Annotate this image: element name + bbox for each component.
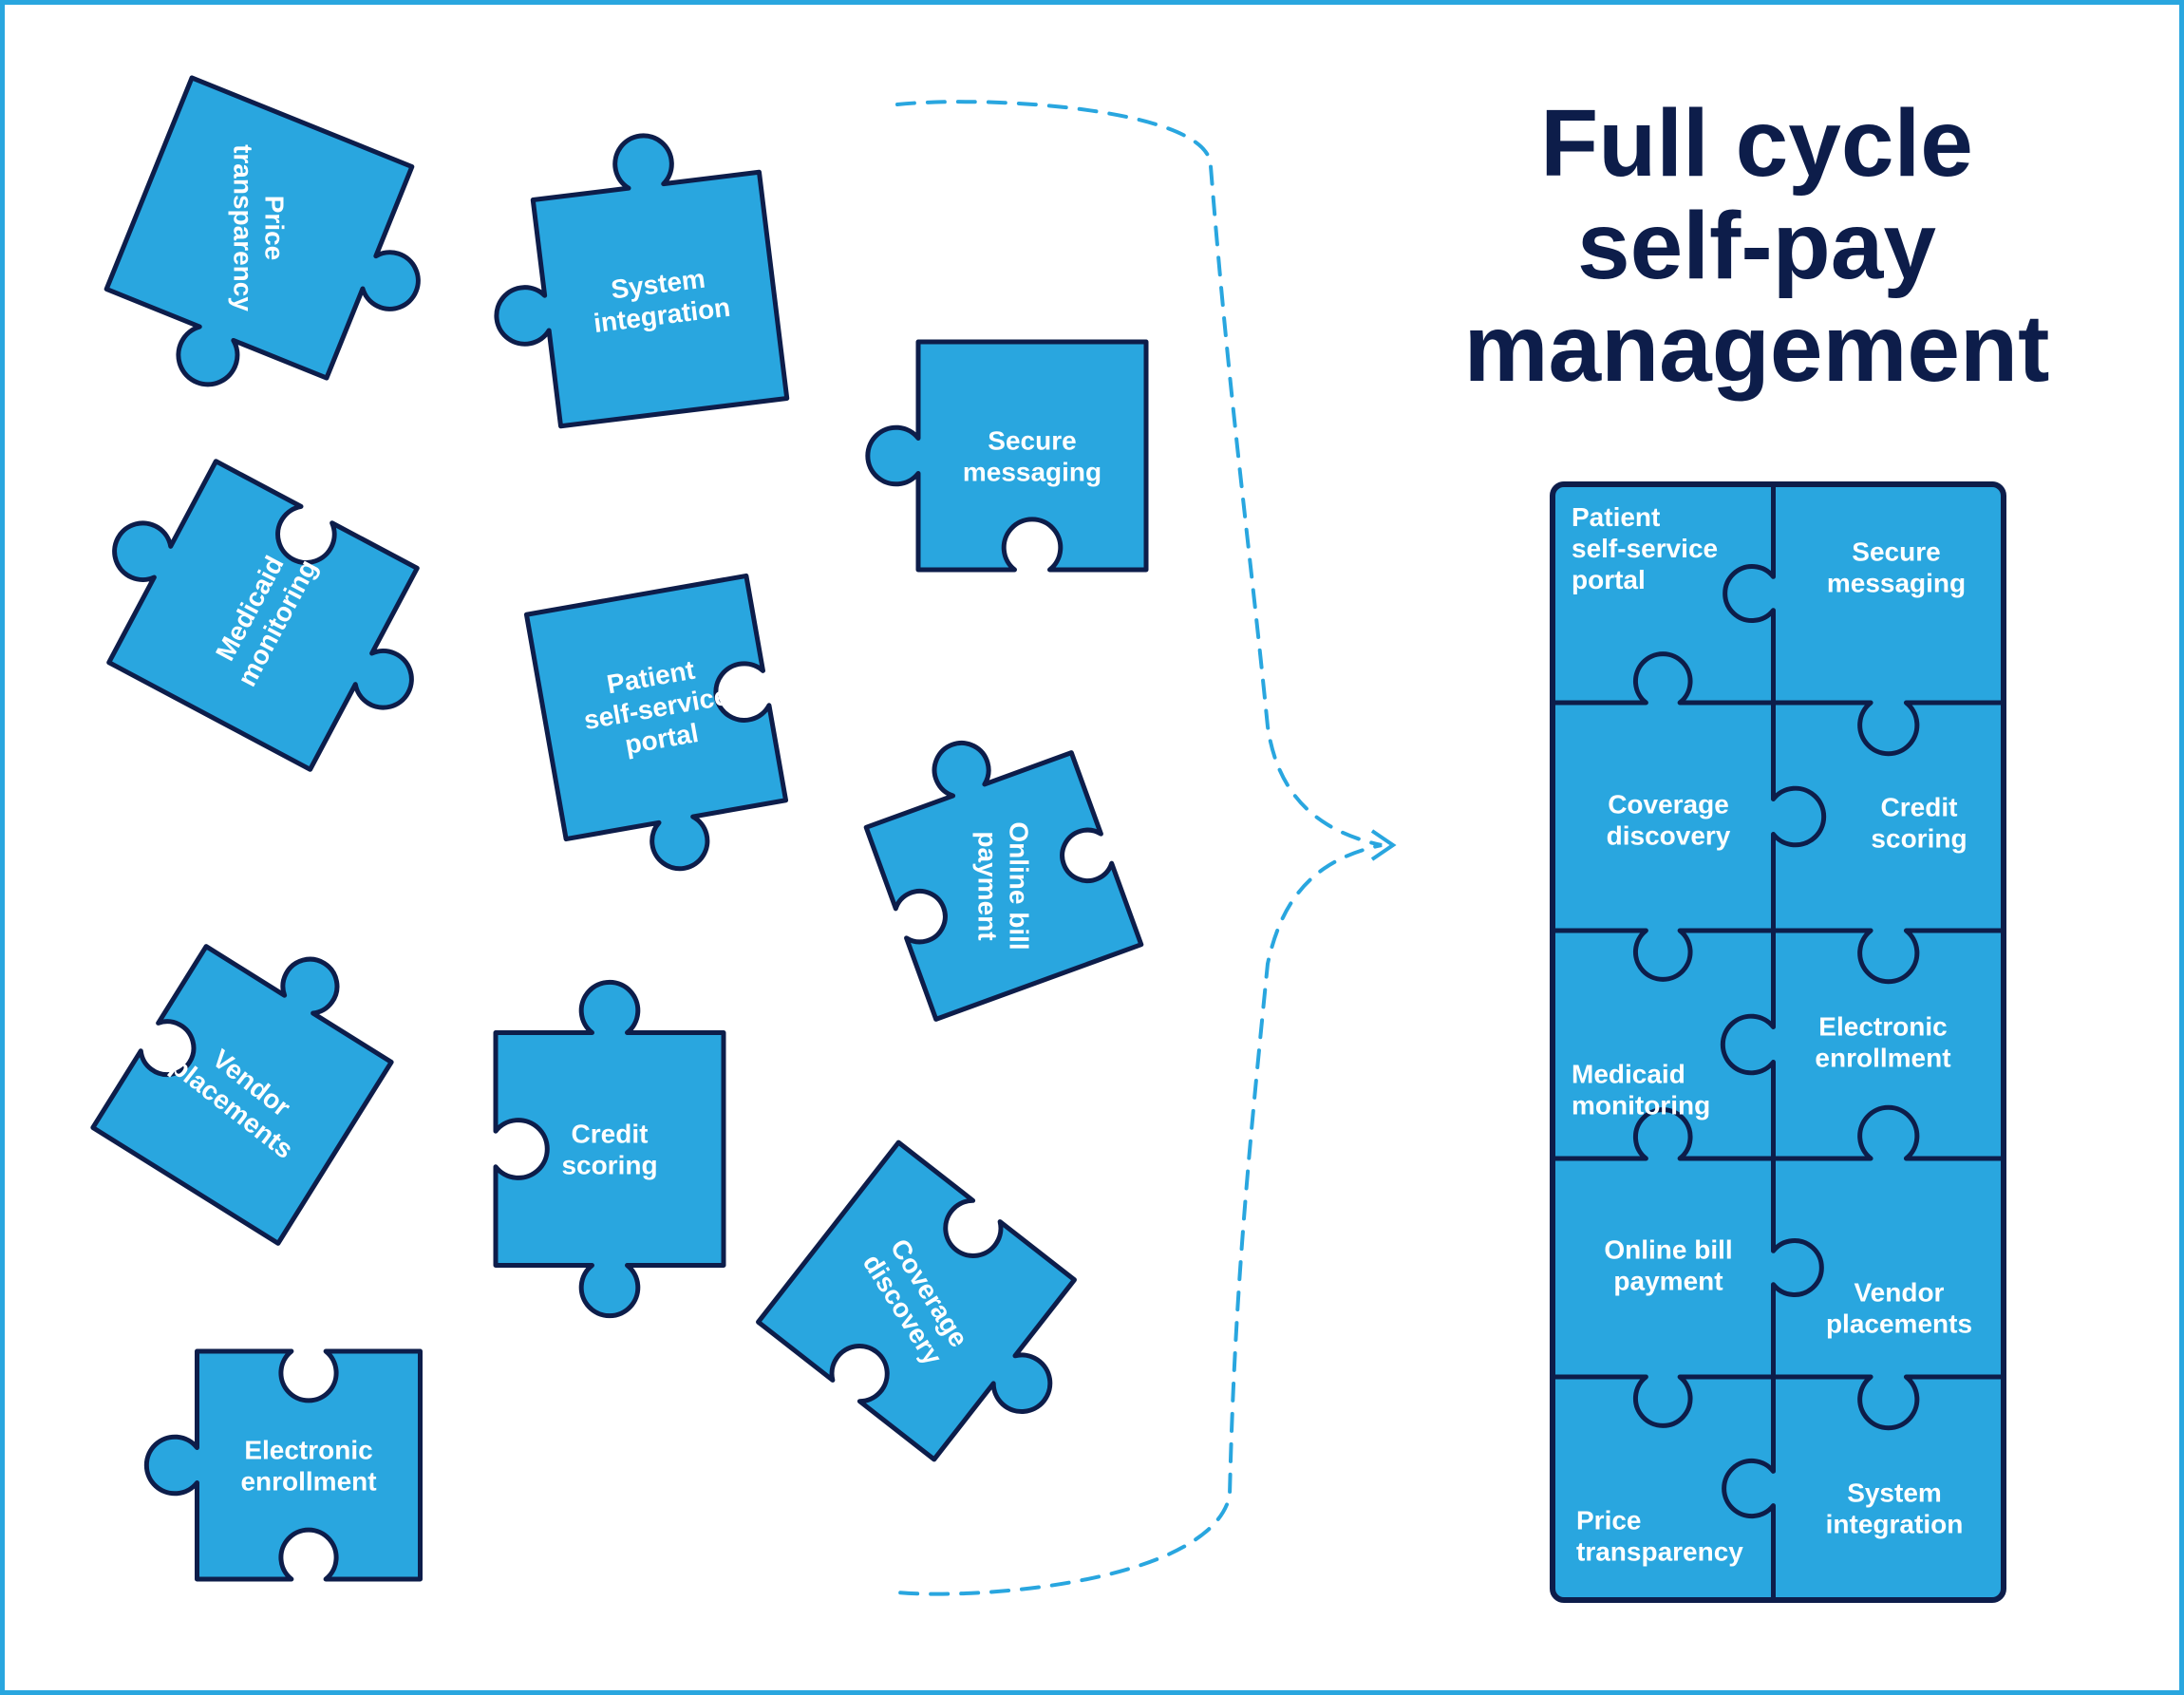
puzzle-piece-shape bbox=[90, 944, 394, 1246]
scattered-piece-online-bill-payment-label: Online billpayment bbox=[973, 821, 1034, 950]
horizontal-seam-1 bbox=[1553, 651, 2004, 757]
puzzle-seams bbox=[1553, 484, 2004, 1600]
horizontal-seam-3 bbox=[1553, 1104, 2004, 1161]
puzzle-piece-shape bbox=[756, 1139, 1077, 1462]
scattered-piece-medicaid-monitoring: Medicaidmonitoring bbox=[106, 459, 420, 772]
puzzle-piece-shape bbox=[106, 459, 420, 772]
horizontal-seam-2 bbox=[1553, 928, 2004, 985]
puzzle-piece-shape bbox=[104, 75, 421, 387]
scattered-piece-vendor-placements: Vendorplacements bbox=[90, 944, 394, 1246]
scattered-piece-online-bill-payment: Online billpayment bbox=[863, 741, 1144, 1022]
scattered-piece-price-transparency: Pricetransparency bbox=[104, 75, 421, 387]
scattered-piece-system-integration: Systemintegration bbox=[494, 133, 790, 429]
scattered-piece-price-transparency-label: Pricetransparency bbox=[229, 144, 290, 311]
scattered-piece-coverage-discovery: Coveragediscovery bbox=[756, 1139, 1077, 1462]
scattered-piece-patient-self-service-portal: Patientself-serviceportal bbox=[523, 573, 789, 872]
scattered-pieces-group: Pricetransparency SystemintegrationSecure… bbox=[90, 75, 1149, 1582]
puzzle-piece-shape bbox=[493, 979, 726, 1319]
puzzle-piece-shape bbox=[865, 339, 1149, 573]
assembled-puzzle-board bbox=[1550, 481, 2006, 1603]
puzzle-piece-shape bbox=[523, 573, 789, 872]
curly-brace bbox=[895, 100, 1383, 1596]
puzzle-piece-shape bbox=[143, 1348, 423, 1582]
puzzle-piece-shape bbox=[863, 741, 1144, 1022]
vertical-seam bbox=[1720, 484, 1827, 1600]
puzzle-piece-shape bbox=[494, 133, 790, 429]
brace-layer bbox=[895, 100, 1397, 1596]
horizontal-seam-4 bbox=[1553, 1374, 2004, 1431]
brace-point bbox=[1370, 829, 1397, 861]
